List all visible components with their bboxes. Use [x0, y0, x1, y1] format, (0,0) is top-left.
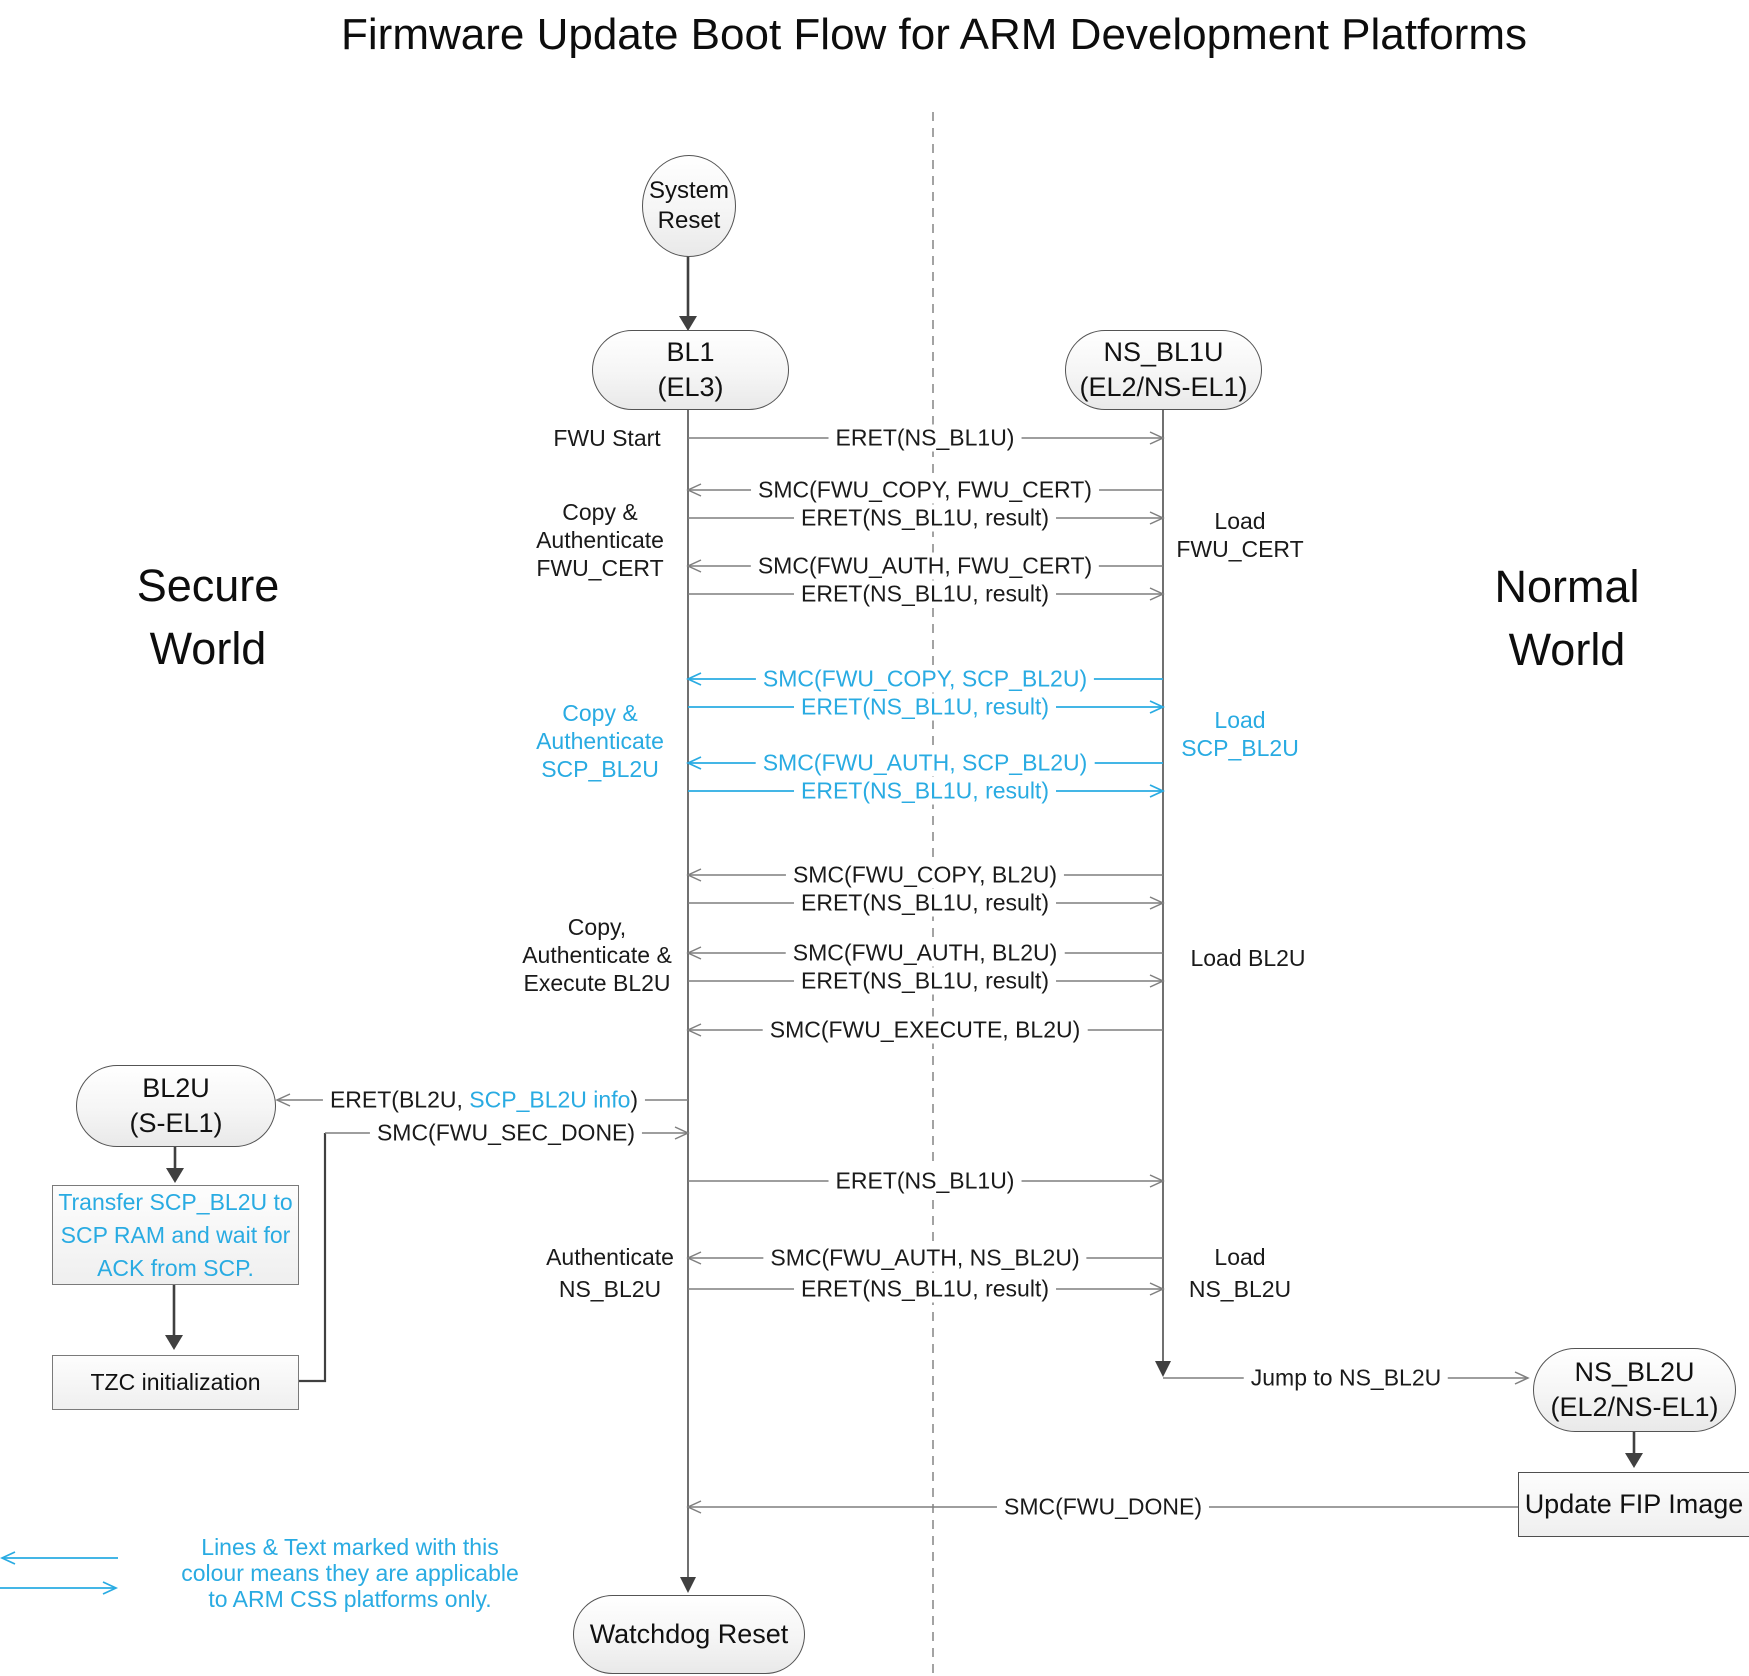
- message-eret-result: ERET(NS_BL1U, result): [794, 580, 1056, 608]
- message-eret-result: ERET(NS_BL1U, result): [794, 889, 1056, 917]
- side-label-load-fwu-cert: Load FWU_CERT: [1176, 508, 1304, 562]
- flow-arrows: [172, 253, 1636, 1455]
- box-transfer-scp-bl2u: Transfer SCP_BL2U to SCP RAM and wait fo…: [52, 1185, 299, 1285]
- side-label-copy-auth-exec-bl2u: Copy, Authenticate & Execute BL2U: [522, 914, 672, 996]
- message-smc-fwu-auth-cert: SMC(FWU_AUTH, FWU_CERT): [750, 552, 1100, 580]
- side-label-load-ns-bl2u: Load NS_BL2U: [1188, 1244, 1292, 1302]
- node-bl1: BL1 (EL3): [592, 330, 789, 410]
- message-smc-fwu-sec-done: SMC(FWU_SEC_DONE): [369, 1119, 643, 1147]
- message-smc-fwu-copy-bl2u: SMC(FWU_COPY, BL2U): [785, 861, 1065, 889]
- message-smc-fwu-copy-scp: SMC(FWU_COPY, SCP_BL2U): [755, 665, 1095, 693]
- box-tzc-initialization: TZC initialization: [52, 1355, 299, 1410]
- message-eret-result: ERET(NS_BL1U, result): [794, 967, 1056, 995]
- node-system-reset: System Reset: [642, 155, 736, 257]
- message-eret-result: ERET(NS_BL1U, result): [794, 777, 1056, 805]
- message-eret-result: ERET(NS_BL1U, result): [794, 1275, 1056, 1303]
- side-label-auth-ns-bl2u: Authenticate NS_BL2U: [546, 1244, 674, 1302]
- message-smc-fwu-auth-ns: SMC(FWU_AUTH, NS_BL2U): [763, 1244, 1087, 1272]
- diagram-title: Firmware Update Boot Flow for ARM Develo…: [341, 10, 1527, 59]
- side-label-fwu-start: FWU Start: [548, 424, 666, 452]
- arrowhead-to-watchdog: [680, 1577, 696, 1593]
- secure-world-label: Secure World: [136, 560, 280, 674]
- message-smc-fwu-execute: SMC(FWU_EXECUTE, BL2U): [762, 1016, 1088, 1044]
- side-label-copy-auth-scp-bl2u: Copy & Authenticate SCP_BL2U: [536, 700, 664, 782]
- side-label-load-scp-bl2u: Load SCP_BL2U: [1181, 707, 1299, 761]
- node-bl2u: BL2U (S-EL1): [76, 1065, 276, 1147]
- side-label-load-bl2u: Load BL2U: [1190, 945, 1306, 971]
- message-eret-bl2u: ERET(BL2U, SCP_BL2U info): [322, 1086, 646, 1114]
- elbow-tzc-to-sec-done: [297, 1133, 327, 1383]
- legend-sample-arrows: [0, 1551, 119, 1595]
- arrowhead-ns-bl1u-end: [1155, 1361, 1171, 1377]
- flow-arrowheads: [165, 316, 1643, 1468]
- node-ns-bl2u: NS_BL2U (EL2/NS-EL1): [1533, 1348, 1736, 1432]
- message-eret-result: ERET(NS_BL1U, result): [794, 504, 1056, 532]
- side-label-copy-auth-fwu-cert: Copy & Authenticate FWU_CERT: [536, 499, 664, 581]
- lifeline-end-arrowheads: [680, 1361, 1171, 1593]
- box-update-fip-image: Update FIP Image: [1518, 1472, 1749, 1537]
- message-smc-fwu-auth-bl2u: SMC(FWU_AUTH, BL2U): [785, 939, 1065, 967]
- message-eret-ns-bl1u: ERET(NS_BL1U): [828, 424, 1022, 452]
- normal-world-label: Normal World: [1494, 561, 1640, 675]
- lifelines: [687, 408, 1164, 1578]
- message-smc-fwu-auth-scp: SMC(FWU_AUTH, SCP_BL2U): [755, 749, 1095, 777]
- message-eret-result: ERET(NS_BL1U, result): [794, 693, 1056, 721]
- message-jump-to-ns-bl2u: Jump to NS_BL2U: [1243, 1364, 1449, 1392]
- legend-note: Lines & Text marked with this colour mea…: [181, 1534, 519, 1612]
- node-watchdog-reset: Watchdog Reset: [573, 1595, 805, 1674]
- message-smc-fwu-done: SMC(FWU_DONE): [996, 1493, 1210, 1521]
- message-eret-ns-bl1u: ERET(NS_BL1U): [828, 1167, 1022, 1195]
- message-smc-fwu-copy-cert: SMC(FWU_COPY, FWU_CERT): [751, 476, 1099, 504]
- node-ns-bl1u: NS_BL1U (EL2/NS-EL1): [1065, 330, 1262, 410]
